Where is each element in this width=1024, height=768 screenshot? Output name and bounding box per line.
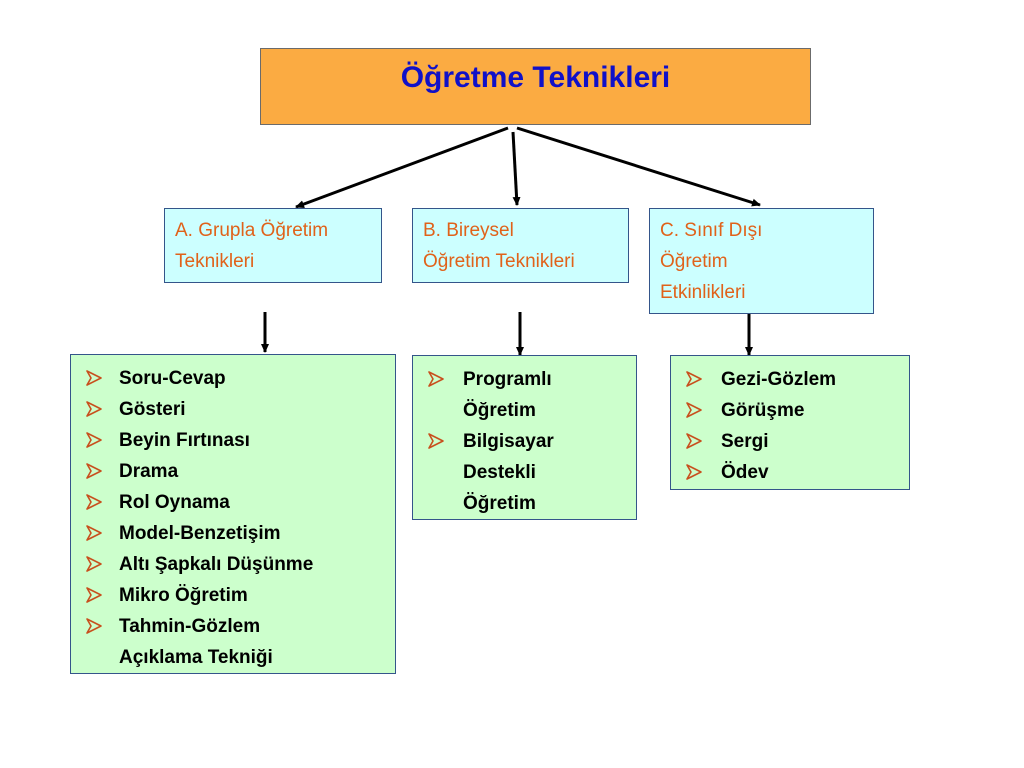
arrowhead-bullet-icon (428, 371, 444, 387)
list-item-text: Rol Oynama (119, 492, 230, 513)
list-item: Beyin Fırtınası (71, 425, 387, 456)
title-box: Öğretme Teknikleri (260, 48, 811, 125)
list-item-text: Bilgisayar (463, 431, 554, 452)
list-item: Sergi (671, 426, 901, 457)
arrow-to-outdoor-icon (516, 126, 761, 207)
list-item-text: Drama (119, 461, 179, 482)
arrowhead-bullet-icon (686, 371, 702, 387)
arrowhead-bullet-icon (86, 463, 102, 479)
arrowhead-bullet-icon (686, 464, 702, 480)
list-item-text: Açıklama Tekniği (119, 647, 273, 668)
list-item-text: Tahmin-Gözlem (119, 616, 261, 637)
list-item-text: Sergi (721, 431, 769, 452)
arrowhead-bullet-icon (86, 618, 102, 634)
category-label-line: Teknikleri (175, 251, 255, 272)
category-label-line: B. Bireysel (423, 220, 514, 241)
list-item-text: Gezi-Gözlem (721, 369, 837, 390)
list-item: Ödev (671, 457, 901, 488)
list-item-text: Gösteri (119, 399, 186, 420)
list-item: Model-Benzetişim (71, 518, 387, 549)
list-item-text: Öğretim (463, 493, 536, 514)
arrowhead-bullet-icon (686, 402, 702, 418)
category-label-line: Öğretim Teknikleri (423, 251, 575, 272)
list-item-text: Altı Şapkalı Düşünme (119, 554, 314, 575)
arrow-to-individual-icon (511, 131, 521, 206)
list-item-text: Öğretim (463, 400, 536, 421)
list-item: Altı Şapkalı Düşünme (71, 549, 387, 580)
list-item-text: Beyin Fırtınası (119, 430, 250, 451)
arrowhead-bullet-icon (86, 401, 102, 417)
category-label-line: C. Sınıf Dışı (660, 220, 763, 241)
category-label-line: A. Grupla Öğretim (175, 220, 329, 241)
arrowhead-bullet-icon (86, 587, 102, 603)
list-item-text: Destekli (463, 462, 536, 483)
arrowhead-bullet-icon (86, 370, 102, 386)
list-item-text: Programlı (463, 369, 552, 390)
list-item: Rol Oynama (71, 487, 387, 518)
diagram-title: Öğretme Teknikleri (400, 61, 671, 94)
list-item: Gezi-Gözlem (671, 364, 901, 395)
list-item-text: Mikro Öğretim (119, 585, 248, 606)
arrowhead-bullet-icon (86, 494, 102, 510)
list-item-text: Görüşme (721, 400, 805, 421)
arrow-to-group-icon (295, 126, 509, 209)
list-item-text: Soru-Cevap (119, 368, 226, 389)
list-item: Mikro Öğretim (71, 580, 387, 611)
arrowhead-bullet-icon (428, 433, 444, 449)
list-item: Drama (71, 456, 387, 487)
category-label-line: Öğretim (660, 251, 728, 272)
list-item: Gösteri (71, 394, 387, 425)
list-item: Soru-Cevap (71, 363, 387, 394)
arrowhead-bullet-icon (86, 556, 102, 572)
list-item-text: Ödev (721, 462, 769, 483)
arrowhead-bullet-icon (86, 432, 102, 448)
category-label-line: Etkinlikleri (660, 282, 746, 303)
list-item: Görüşme (671, 395, 901, 426)
arrowhead-bullet-icon (86, 525, 102, 541)
arrowhead-bullet-icon (686, 433, 702, 449)
list-item-text: Model-Benzetişim (119, 523, 281, 544)
